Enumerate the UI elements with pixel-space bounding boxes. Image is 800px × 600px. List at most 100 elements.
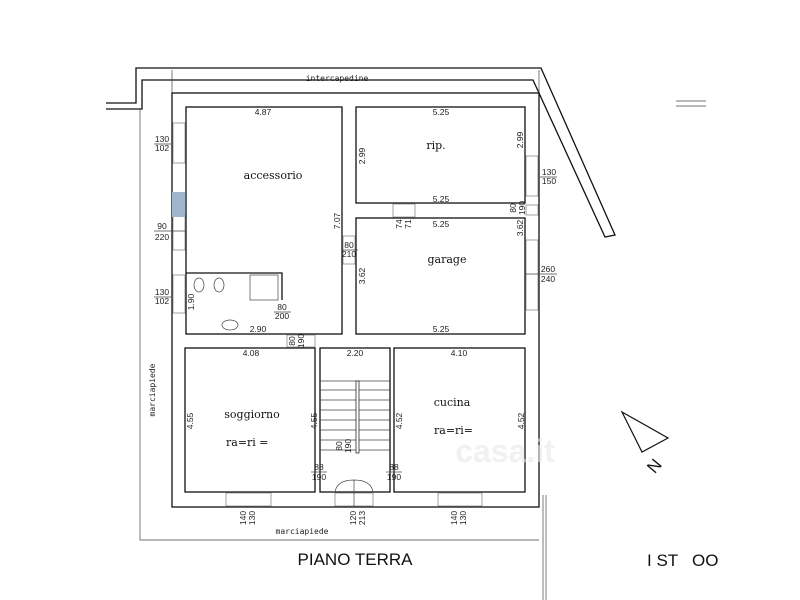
svg-text:4.55: 4.55: [309, 412, 319, 429]
room-label-rip: rip.: [426, 139, 445, 152]
svg-text:2.90: 2.90: [250, 324, 267, 334]
dimensions: 4.87 7.07 5.25 5.25 2.99 2.99 5.25 5.25 …: [185, 107, 526, 429]
staircase: [320, 380, 390, 454]
svg-text:190: 190: [387, 472, 401, 482]
svg-text:5.25: 5.25: [433, 194, 450, 204]
door: [392, 203, 416, 218]
svg-text:130: 130: [542, 167, 556, 177]
cucina-ratio: ra=ri=: [434, 424, 473, 437]
room-garage: [355, 217, 526, 335]
window: [225, 492, 272, 507]
svg-text:140: 140: [238, 511, 248, 525]
room-bathroom: [186, 272, 283, 300]
sink-icon: [221, 319, 239, 331]
svg-text:4.52: 4.52: [394, 412, 404, 429]
room-rip: [355, 106, 526, 204]
watermark-logo: casa.it: [455, 433, 555, 469]
svg-text:80: 80: [508, 203, 518, 213]
svg-text:4.08: 4.08: [243, 348, 260, 358]
window: [172, 274, 186, 314]
svg-text:190: 190: [312, 472, 326, 482]
room-soggiorno: [184, 347, 316, 493]
svg-text:4.52: 4.52: [516, 412, 526, 429]
svg-text:3.62: 3.62: [515, 219, 525, 236]
svg-text:260: 260: [541, 264, 555, 274]
entrance-door-swing: [334, 479, 374, 506]
shower-icon: [249, 274, 279, 301]
svg-text:4.10: 4.10: [451, 348, 468, 358]
svg-text:80: 80: [277, 302, 287, 312]
svg-text:200: 200: [275, 311, 289, 321]
area-marciapiede-bottom: marciapiede: [276, 527, 329, 536]
svg-text:74: 74: [394, 219, 404, 229]
door: [172, 214, 186, 251]
window: [525, 155, 539, 197]
svg-text:2.99: 2.99: [515, 131, 525, 148]
svg-text:88: 88: [314, 462, 324, 472]
site-outline: [106, 67, 616, 238]
svg-text:2.99: 2.99: [357, 147, 367, 164]
toilet-icon: [213, 277, 225, 293]
svg-text:3.62: 3.62: [357, 267, 367, 284]
svg-text:102: 102: [155, 296, 169, 306]
garage-door: [525, 239, 539, 311]
svg-text:88: 88: [389, 462, 399, 472]
svg-text:220: 220: [155, 232, 169, 242]
svg-text:102: 102: [155, 143, 169, 153]
door: [525, 204, 539, 216]
svg-text:120: 120: [348, 511, 358, 525]
svg-text:80: 80: [287, 336, 297, 346]
svg-text:1.90: 1.90: [186, 293, 196, 310]
svg-text:7.07: 7.07: [332, 212, 342, 229]
window: [437, 492, 483, 507]
svg-text:5.25: 5.25: [433, 324, 450, 334]
svg-text:71: 71: [403, 219, 413, 229]
plan-title: PIANO TERRA: [298, 550, 414, 569]
svg-text:5.25: 5.25: [433, 107, 450, 117]
svg-text:140: 140: [449, 511, 459, 525]
svg-text:2.20: 2.20: [347, 348, 364, 358]
svg-text:130: 130: [155, 287, 169, 297]
svg-text:213: 213: [357, 511, 367, 525]
svg-text:4.55: 4.55: [185, 412, 195, 429]
svg-text:190: 190: [296, 334, 306, 348]
svg-text:130: 130: [458, 511, 468, 525]
svg-text:5.25: 5.25: [433, 219, 450, 229]
svg-text:240: 240: [541, 274, 555, 284]
area-marciapiede-left: marciapiede: [148, 363, 157, 416]
svg-text:130: 130: [247, 511, 257, 525]
room-label-cucina: cucina: [434, 396, 471, 409]
svg-text:90: 90: [157, 221, 167, 231]
svg-text:80: 80: [344, 240, 354, 250]
svg-text:150: 150: [542, 176, 556, 186]
svg-text:80: 80: [334, 441, 344, 451]
chimney: [172, 192, 185, 217]
svg-text:190: 190: [517, 201, 527, 215]
sidewalk-outline: [139, 109, 539, 541]
svg-text:190: 190: [343, 439, 353, 453]
area-intercapedine: intercapedine: [306, 74, 369, 83]
svg-text:N: N: [643, 455, 665, 477]
window: [172, 122, 186, 164]
room-cucina: [393, 347, 526, 493]
building-outer-wall: [171, 92, 540, 508]
door: [286, 334, 316, 348]
soggiorno-ratio: ra=ri =: [226, 436, 269, 449]
